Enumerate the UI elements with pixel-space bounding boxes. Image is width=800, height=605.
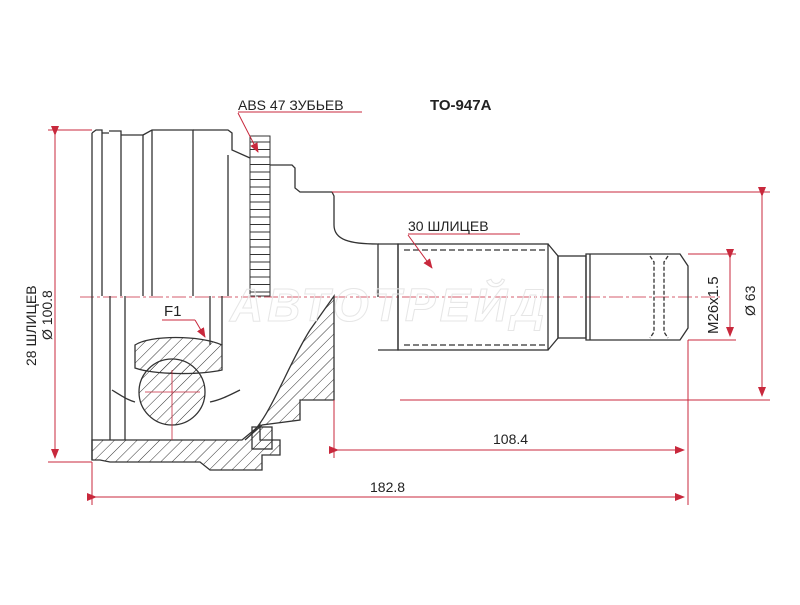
abs-ring (249, 135, 271, 297)
length-shaft-label: 108.4 (493, 431, 529, 447)
abs-teeth-label: ABS 47 ЗУБЬЕВ (238, 97, 344, 113)
section-view (91, 293, 335, 471)
outer-housing (91, 129, 251, 460)
shaft-diameter-label: Ø 63 (742, 285, 758, 316)
outer-diameter-label: Ø 100.8 (39, 290, 55, 340)
shaft (378, 243, 689, 351)
neck (270, 164, 379, 297)
outer-splines-label: 28 ШЛИЦЕВ (23, 285, 39, 366)
watermark: АВТОТРЕЙД (230, 279, 549, 332)
thread-label: M26x1.5 (705, 276, 722, 334)
flange-marker-label: F1 (164, 303, 182, 320)
part-number: TO-947A (430, 97, 492, 114)
length-total-label: 182.8 (370, 479, 406, 495)
dimension-lines (48, 111, 770, 505)
shaft-splines-label: 30 ШЛИЦЕВ (408, 218, 489, 234)
